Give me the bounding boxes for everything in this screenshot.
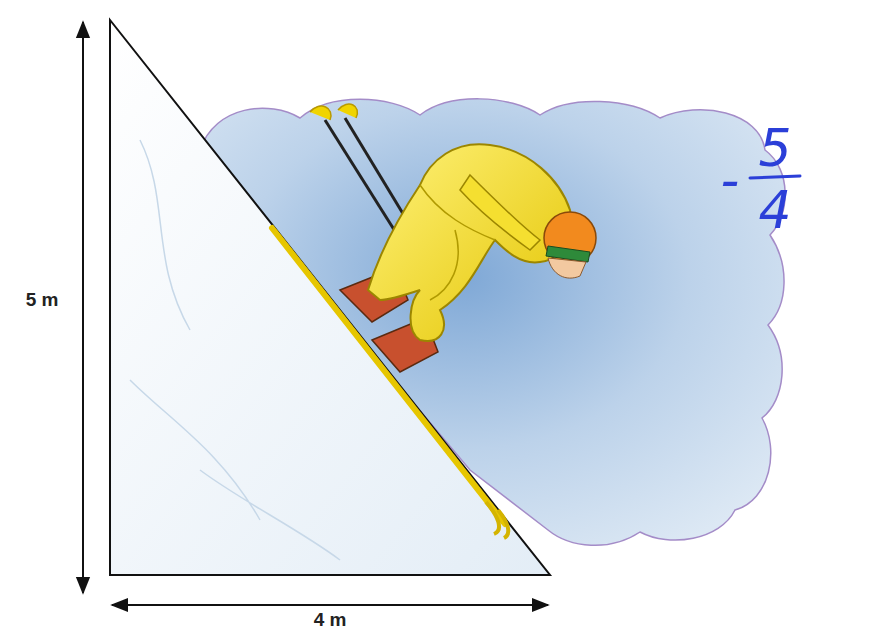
dimension-arrow — [112, 604, 548, 606]
snow-slope — [110, 20, 550, 575]
dimension-arrow — [82, 22, 84, 593]
handwritten-numerator: 5 — [758, 122, 791, 174]
handwritten-sign: - — [721, 154, 740, 206]
fraction-bar — [750, 176, 800, 178]
skier-body — [368, 144, 571, 341]
helmet — [544, 212, 596, 264]
skier-arm — [460, 175, 540, 250]
dimension-label: 4 m — [312, 609, 349, 631]
dimension-label: 5 m — [24, 289, 61, 311]
handwritten-denominator: 4 — [758, 184, 791, 236]
